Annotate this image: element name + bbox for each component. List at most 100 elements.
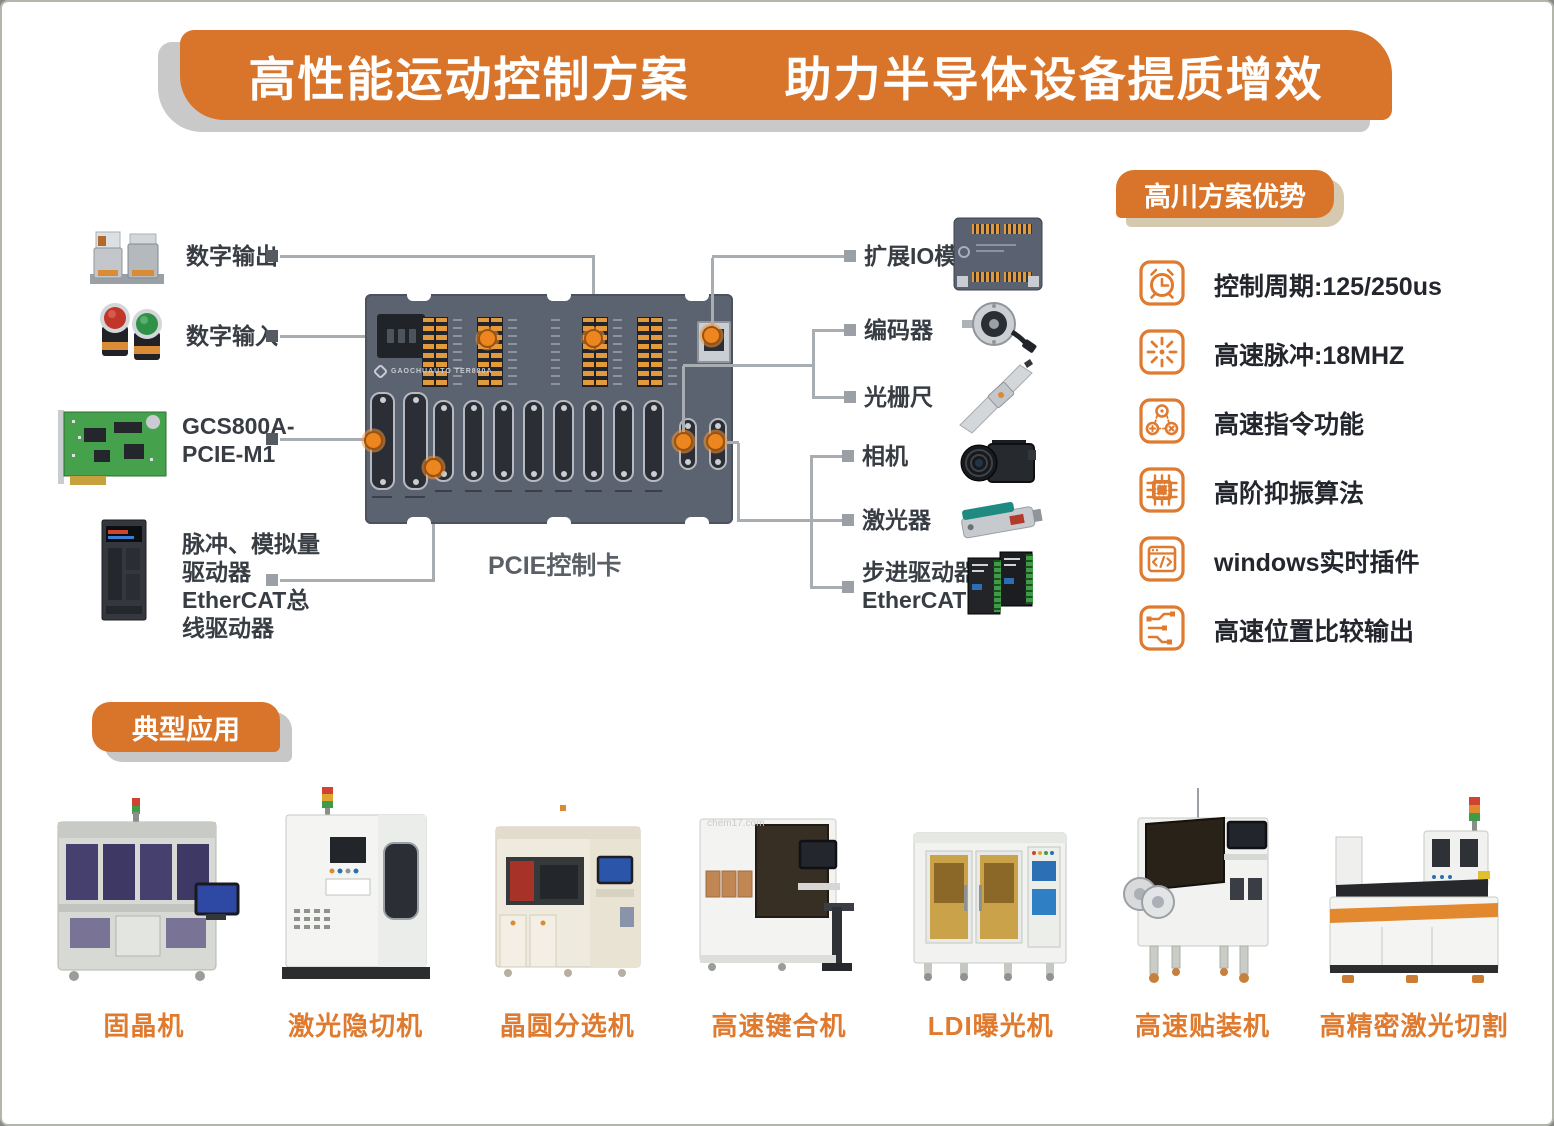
power-connector	[377, 314, 425, 358]
die-bonder-image	[46, 780, 241, 992]
pulse-burst-icon	[1138, 328, 1186, 381]
connector-line	[737, 443, 740, 522]
application-wire-bonder: chem17.com 高速键合机	[673, 780, 885, 1043]
connector-line	[812, 455, 842, 458]
advantage-item: 高速位置比较输出	[1138, 604, 1415, 654]
terminal-labels	[453, 319, 462, 385]
port-label	[435, 490, 452, 492]
advantage-text: windows实时插件	[1214, 549, 1420, 577]
label-laser: 激光器	[862, 507, 931, 533]
terminal-block	[422, 317, 448, 387]
stepper-drivers-image	[962, 548, 1040, 623]
dsub-connector	[523, 400, 544, 482]
rotary-encoder-image	[960, 298, 1042, 361]
connector-line	[810, 455, 813, 589]
connection-dot	[702, 326, 721, 345]
laser-stealth-dicer-image	[266, 780, 446, 992]
application-die-bonder: 固晶机	[38, 780, 250, 1043]
terminal-labels	[551, 319, 560, 385]
dsub-connector	[583, 400, 604, 482]
terminal-labels	[613, 319, 622, 385]
port-label	[495, 490, 512, 492]
application-ldi-exposure: LDI曝光机	[885, 780, 1097, 1043]
linear-grating-scale-image	[954, 357, 1046, 440]
application-label: 高精密激光切割	[1319, 1011, 1509, 1041]
laser-sensor-image	[954, 494, 1046, 553]
mount-notch	[547, 517, 571, 524]
pcie-control-card: GAOCHUAUTO TER880A	[365, 294, 733, 524]
title-part-2: 助力半导体设备提质增效	[784, 52, 1324, 106]
label-camera: 相机	[862, 443, 908, 469]
connector-line	[711, 258, 714, 328]
brand-logo-icon	[372, 363, 389, 380]
label-gcs800a: GCS800A- PCIE-M1	[182, 413, 295, 467]
dsub-connector	[613, 400, 634, 482]
connector-line	[280, 579, 435, 582]
label-digital-input: 数字输入	[186, 323, 278, 349]
advantage-text: 高阶抑振算法	[1214, 480, 1365, 508]
terminal-labels	[668, 319, 677, 385]
advantage-text: 控制周期:125/250us	[1214, 273, 1442, 301]
connection-dot	[584, 329, 603, 348]
terminal-labels	[508, 319, 517, 385]
terminal-block	[637, 317, 663, 387]
industrial-camera-image	[958, 440, 1040, 495]
connection-dot	[478, 329, 497, 348]
relay-module-image	[86, 222, 168, 299]
applications-badge: 典型应用	[92, 702, 280, 752]
application-pick-and-place: 高速贴装机	[1097, 780, 1309, 1043]
port-label	[615, 490, 632, 492]
label-stepper: 步进驱动器 EtherCAT	[862, 559, 977, 613]
pick-and-place-image	[1110, 780, 1295, 992]
window-code-icon	[1138, 535, 1186, 588]
connector-line	[280, 255, 595, 258]
connection-dot	[424, 458, 443, 477]
ldi-exposure-image	[898, 780, 1083, 992]
label-grating-scale: 光栅尺	[864, 384, 933, 410]
port-label	[405, 496, 425, 498]
port-label	[645, 490, 662, 492]
laser-cutting-image	[1312, 780, 1517, 992]
connection-dot	[706, 432, 725, 451]
advantage-item: 高速脉冲:18MHZ	[1138, 328, 1404, 381]
dsub-connector	[493, 400, 514, 482]
line-bullet	[844, 391, 856, 403]
label-digital-output: 数字输出	[186, 243, 278, 269]
connection-dot	[364, 431, 383, 450]
mount-notch	[407, 294, 431, 301]
application-label: 晶圆分选机	[499, 1011, 635, 1041]
application-label: 激光隐切机	[288, 1011, 424, 1041]
connector-line	[812, 329, 815, 399]
application-laser-stealth-dicer: 激光隐切机	[250, 780, 462, 1043]
mount-notch	[685, 294, 709, 301]
watermark: chem17.com	[707, 818, 765, 829]
connector-line	[432, 477, 435, 582]
line-bullet	[844, 324, 856, 336]
label-encoder: 编码器	[864, 317, 933, 343]
connector-line	[812, 519, 842, 522]
mount-notch	[685, 517, 709, 524]
application-laser-cutting: 高精密激光切割	[1308, 780, 1520, 1043]
advantage-text: 高速指令功能	[1214, 411, 1365, 439]
line-bullet	[266, 574, 278, 586]
title-part-1: 高性能运动控制方案	[248, 52, 690, 106]
advantage-item: 高速指令功能	[1138, 397, 1365, 450]
card-caption: PCIE控制卡	[488, 552, 622, 580]
connector-line	[716, 441, 739, 444]
compute-gears-icon	[1138, 397, 1186, 450]
application-label: 高速键合机	[711, 1011, 847, 1041]
application-label: 高速贴装机	[1134, 1011, 1270, 1041]
dsub-connector	[463, 400, 484, 482]
application-label: LDI曝光机	[927, 1011, 1054, 1041]
line-bullet	[266, 433, 278, 445]
advantage-text: 高速位置比较输出	[1214, 618, 1415, 646]
alarm-clock-icon	[1138, 259, 1186, 312]
title-banner: 高性能运动控制方案 助力半导体设备提质增效	[180, 30, 1392, 120]
advantage-item: 控制周期:125/250us	[1138, 259, 1442, 312]
port-label	[525, 490, 542, 492]
connection-dot	[674, 432, 693, 451]
advantages-badge: 高川方案优势	[1116, 170, 1334, 218]
line-bullet	[842, 450, 854, 462]
chip-icon	[1138, 466, 1186, 519]
